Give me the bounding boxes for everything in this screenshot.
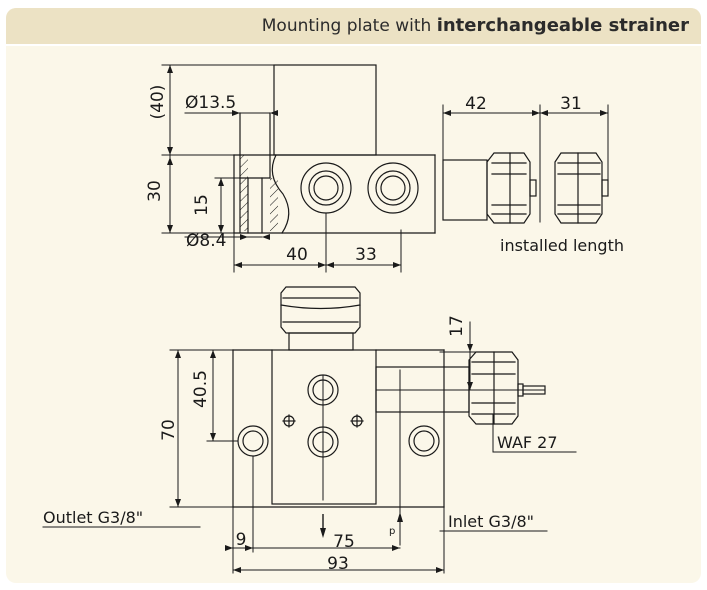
block-top (233, 154, 436, 234)
dim-diameter-8-4: Ø8.4 (186, 231, 226, 251)
dim-31: 31 (560, 94, 582, 114)
fitting-boss-top (442, 159, 488, 221)
drawing-panel: Mounting plate with interchangeable stra… (6, 8, 701, 583)
dimension-arrows (167, 65, 608, 573)
dim-17: 17 (447, 315, 467, 337)
dim-9: 9 (236, 530, 247, 550)
pin-left (282, 414, 296, 428)
dim-40-bottom: 40 (286, 245, 308, 265)
front-view (42, 286, 577, 574)
labels: (40) Ø13.5 42 31 30 15 Ø8.4 40 33 instal… (43, 85, 624, 574)
dim-40-paren: (40) (148, 85, 168, 120)
dim-75: 75 (333, 532, 355, 552)
mounting-hole-right (408, 425, 440, 457)
mounting-hole-section (239, 112, 278, 234)
port-right-top (367, 162, 419, 214)
fitting-top-1 (486, 152, 537, 224)
title-part-2: interchangeable strainer (436, 15, 689, 36)
base-plate (232, 349, 445, 508)
port-left-top (300, 162, 352, 214)
outlet-label: Outlet G3/8" (43, 508, 143, 527)
mounting-hole-left (237, 425, 269, 457)
title-part-1: Mounting plate with (261, 16, 432, 36)
dim-40-5: 40.5 (191, 370, 211, 408)
dim-15: 15 (192, 194, 212, 216)
top-view (161, 64, 609, 273)
header-bar: Mounting plate with interchangeable stra… (6, 8, 701, 46)
page-title: Mounting plate with interchangeable stra… (262, 15, 689, 36)
dim-42: 42 (465, 94, 487, 114)
dim-93: 93 (327, 554, 349, 574)
dim-diameter-13-5: Ø13.5 (185, 93, 236, 113)
dim-70: 70 (159, 419, 179, 441)
strainer-cap-top (273, 64, 377, 156)
valve-block-front (271, 349, 377, 505)
pin-right (350, 414, 364, 428)
top-view-dimensions (161, 64, 609, 273)
fitting-top-2 (554, 152, 609, 224)
waf-27-label: WAF 27 (497, 433, 558, 452)
dim-33: 33 (355, 245, 377, 265)
installed-length-label: installed length (500, 236, 624, 255)
fitting-front (375, 351, 546, 425)
port-p-label: p (389, 526, 395, 537)
dim-30: 30 (145, 180, 165, 202)
strainer-hex-cap (280, 286, 361, 351)
front-view-dimensions (42, 321, 577, 574)
inlet-label: Inlet G3/8" (448, 512, 534, 531)
